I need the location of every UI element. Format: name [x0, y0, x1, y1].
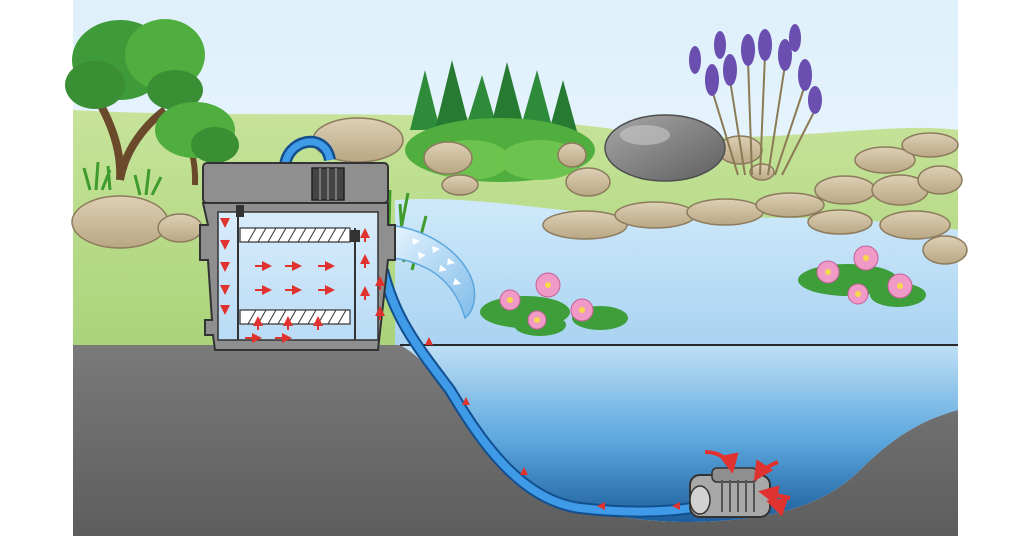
pond-depth — [400, 345, 958, 522]
pump-intake-arrows — [704, 450, 791, 517]
hose-flow-arrows — [425, 337, 680, 510]
outflow-arrows — [412, 238, 461, 285]
boulder — [604, 114, 726, 182]
soil-cross-section — [73, 345, 958, 536]
external-filter-box — [199, 162, 396, 351]
water-lilies — [480, 245, 926, 336]
rocks — [71, 117, 775, 249]
trees — [65, 19, 239, 186]
rock-wall — [542, 132, 968, 265]
filter-flow-arrows — [220, 218, 385, 343]
lavender-bush — [689, 24, 822, 176]
waterfall-outflow — [387, 224, 476, 320]
